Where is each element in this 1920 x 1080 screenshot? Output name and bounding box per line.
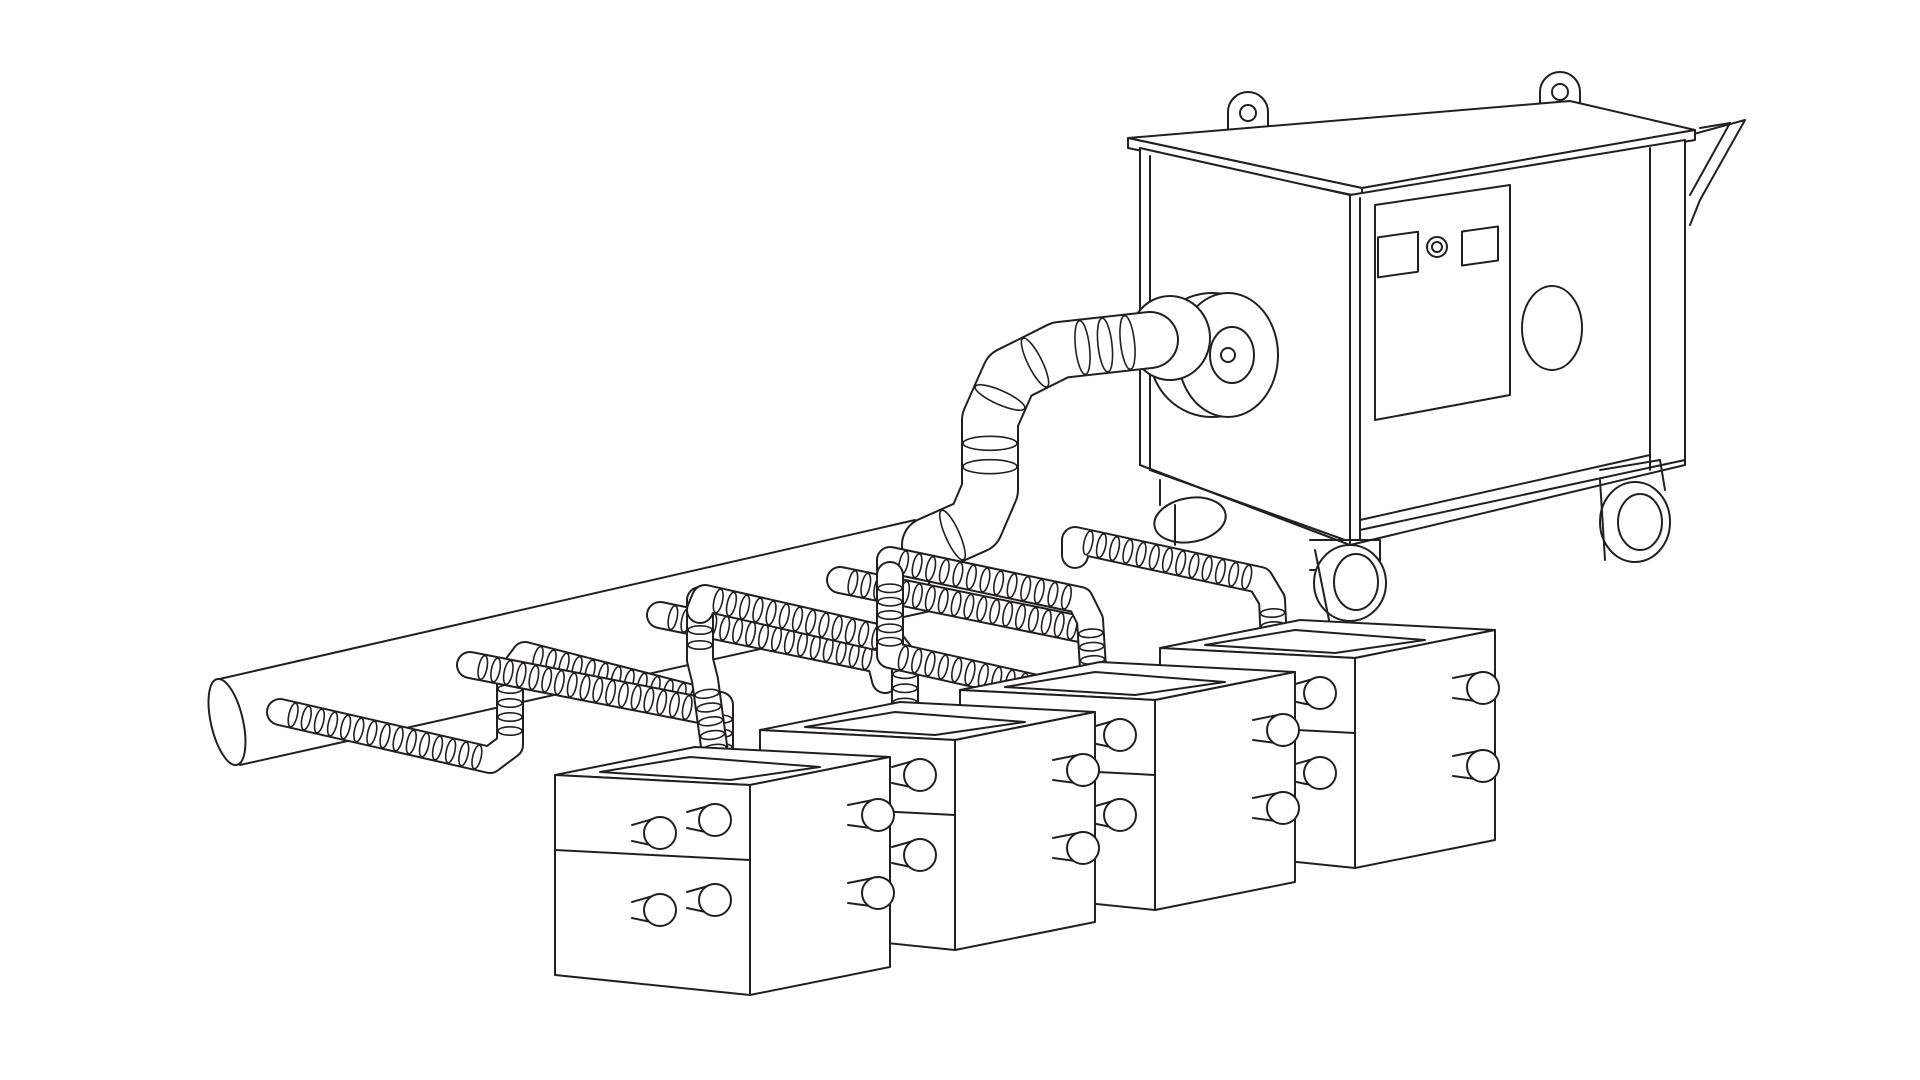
station-knob-2 xyxy=(903,758,937,792)
main-flexible-hose xyxy=(901,311,1179,574)
control-panel xyxy=(1374,184,1511,421)
station-side-knob-1 xyxy=(1066,753,1100,787)
station-knob-1 xyxy=(643,816,677,850)
station-side-knob-2 xyxy=(1266,791,1300,825)
extraction-hood xyxy=(1004,671,1226,696)
control-knob xyxy=(1426,236,1448,258)
station-side xyxy=(749,756,891,996)
branch-hose-2 xyxy=(456,651,714,724)
station-knob-3 xyxy=(643,893,677,927)
display-window-left xyxy=(1377,230,1419,279)
station-knob-2 xyxy=(1303,676,1337,710)
caster-rear xyxy=(1599,459,1671,563)
extraction-hood xyxy=(804,711,1026,736)
extraction-hood xyxy=(599,756,821,781)
station-knob-4 xyxy=(1103,798,1137,832)
station-side xyxy=(954,711,1096,951)
work-stations xyxy=(554,619,1500,996)
station-knob-2 xyxy=(698,803,732,837)
extraction-hood xyxy=(1204,629,1426,654)
station-knob-4 xyxy=(903,838,937,872)
caster-front xyxy=(1309,539,1387,626)
station-side-knob-1 xyxy=(1466,671,1500,705)
station-knob-2 xyxy=(1103,718,1137,752)
work-station-4 xyxy=(554,746,895,996)
branch-hose-9 xyxy=(1061,526,1289,679)
station-side-knob-2 xyxy=(1466,749,1500,783)
station-side-knob-2 xyxy=(1066,831,1100,865)
station-side xyxy=(1354,629,1496,869)
station-side-knob-2 xyxy=(861,876,895,910)
vent-grille xyxy=(1521,285,1583,371)
display-window-right xyxy=(1461,225,1499,267)
inlet-flange xyxy=(1129,292,1279,418)
station-side-knob-1 xyxy=(1266,713,1300,747)
caster-front-left xyxy=(1153,479,1227,546)
lifting-eye-left xyxy=(1227,91,1269,136)
station-side xyxy=(1154,671,1296,911)
push-handle xyxy=(1689,119,1746,226)
collection-duct xyxy=(207,519,936,767)
flexible-hoses xyxy=(266,311,1289,804)
station-knob-4 xyxy=(1303,756,1337,790)
station-knob-4 xyxy=(698,883,732,917)
station-side-knob-1 xyxy=(861,798,895,832)
